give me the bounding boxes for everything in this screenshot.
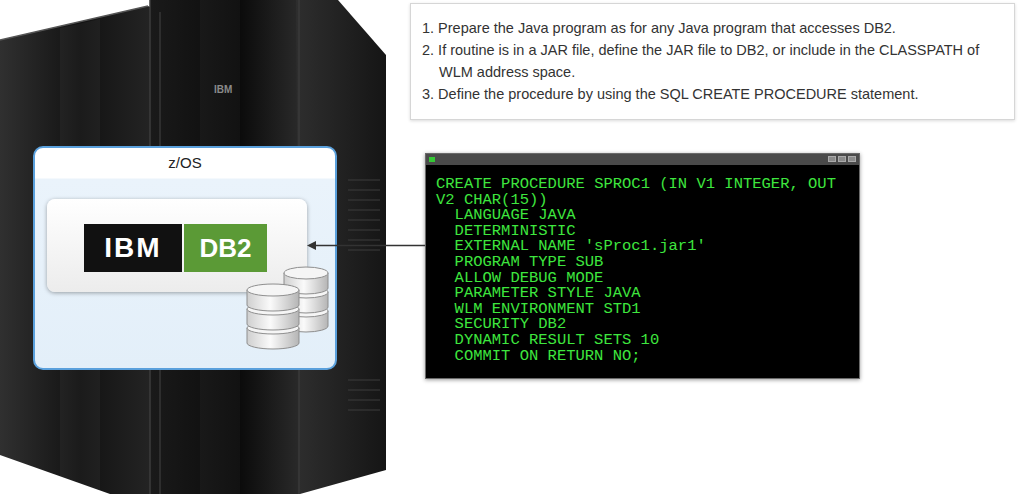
terminal-body: CREATE PROCEDURE SPROC1 (IN V1 INTEGER, … — [426, 165, 859, 378]
database-box: IBMDB2 — [47, 199, 307, 292]
rack-vents — [348, 180, 380, 410]
code-line: SECURITY DB2 — [436, 317, 851, 333]
step-item: 1. Prepare the Java program as for any J… — [422, 17, 1008, 39]
terminal-title-bar — [426, 154, 859, 165]
db2-logo: DB2 — [184, 224, 267, 272]
code-line: PROGRAM TYPE SUB — [436, 255, 851, 271]
steps-note: 1. Prepare the Java program as for any J… — [410, 3, 1015, 120]
window-button — [828, 156, 836, 162]
database-icon — [47, 199, 347, 359]
code-line: LANGUAGE JAVA — [436, 208, 851, 224]
ibm-logo: IBM — [84, 224, 182, 272]
window-button — [838, 156, 846, 162]
connector-line — [315, 245, 425, 246]
arrowhead — [307, 241, 316, 250]
code-line: EXTERNAL NAME 'sProc1.jar1' — [436, 239, 851, 255]
code-line: COMMIT ON RETURN NO; — [436, 349, 851, 365]
code-line: DYNAMIC RESULT SETS 10 — [436, 333, 851, 349]
os-panel: z/OS IBMDB2 — [33, 146, 337, 370]
step-item: 3. Define the procedure by using the SQL… — [422, 83, 1008, 105]
connector-arrow — [307, 241, 425, 250]
rack-edge — [0, 6, 148, 40]
code-line: CREATE PROCEDURE SPROC1 (IN V1 INTEGER, … — [436, 177, 851, 208]
terminal-icon — [429, 157, 435, 162]
terminal-window: CREATE PROCEDURE SPROC1 (IN V1 INTEGER, … — [425, 153, 860, 379]
panel-heading: z/OS — [35, 148, 335, 172]
code-line: ALLOW DEBUG MODE — [436, 271, 851, 287]
window-button — [848, 156, 856, 162]
code-line: DETERMINISTIC — [436, 224, 851, 240]
code-line: PARAMETER STYLE JAVA — [436, 286, 851, 302]
code-line: WLM ENVIRONMENT STD1 — [436, 302, 851, 318]
step-item: 2. If routine is in a JAR file, define t… — [422, 39, 1008, 83]
rack-brand: IBM — [214, 84, 232, 95]
